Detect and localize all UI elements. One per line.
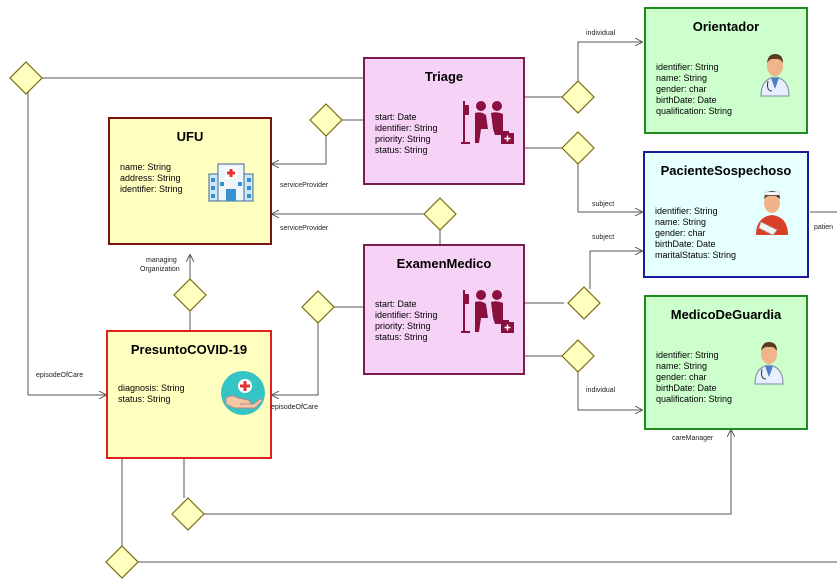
- link-subject2-paciente: [589, 251, 642, 289]
- label-care-manager: careManager: [672, 435, 714, 442]
- attribute: identifier: String: [375, 310, 438, 320]
- doctor-icon: [754, 342, 784, 385]
- label-managing: managing: [146, 257, 177, 264]
- attribute-list: start: Date identifier: String priority:…: [375, 299, 438, 343]
- diamond-bottom: [105, 545, 139, 579]
- attribute: maritalStatus: String: [655, 250, 737, 260]
- link-individual2-medico: [577, 370, 642, 410]
- attribute-list: start: Date identifier: String priority:…: [375, 112, 438, 156]
- attribute-list: identifier: String name: String gender: …: [656, 62, 732, 117]
- label-patient: patien: [814, 224, 834, 231]
- link-subject-paciente: [577, 162, 642, 212]
- label-individual: individual: [586, 30, 616, 37]
- entity-orientador[interactable]: Orientador identifier: String name: Stri…: [644, 7, 808, 134]
- attribute: name: String: [656, 361, 708, 371]
- attribute: status: String: [375, 332, 428, 342]
- entity-title: MedicoDeGuardia: [670, 307, 782, 322]
- attribute: qualification: String: [656, 394, 733, 404]
- attribute: identifier: String: [656, 62, 719, 72]
- link-diamond-presunto: [27, 92, 106, 395]
- attribute: name: String: [120, 162, 172, 172]
- attribute: status: String: [118, 394, 171, 404]
- attribute: gender: char: [655, 228, 706, 238]
- attribute: priority: String: [375, 321, 431, 331]
- entity-title: PresuntoCOVID-19: [130, 342, 248, 357]
- attribute: address: String: [120, 173, 181, 183]
- diamond-caremanager: [171, 497, 205, 531]
- attribute-list: identifier: String name: String gender: …: [656, 350, 732, 405]
- attribute-list: name: String address: String identifier:…: [120, 162, 183, 195]
- consultation-icon: [461, 290, 514, 333]
- link-caremanager-medico: [204, 430, 731, 515]
- attribute: status: String: [375, 145, 428, 155]
- diamond-individual-triage: [561, 80, 595, 114]
- attribute: start: Date: [375, 112, 417, 122]
- attribute: diagnosis: String: [118, 383, 185, 393]
- diamond-individual-examen: [561, 339, 595, 373]
- attribute-list: diagnosis: String status: String: [118, 383, 185, 405]
- attribute: start: Date: [375, 299, 417, 309]
- attribute-list: identifier: String name: String gender: …: [655, 206, 736, 261]
- label-subject: subject: [592, 201, 615, 208]
- entity-triage[interactable]: Triage start: Date identifier: String pr…: [363, 57, 525, 185]
- attribute: identifier: String: [655, 206, 718, 216]
- attribute: gender: char: [656, 84, 707, 94]
- attribute: birthDate: Date: [656, 383, 717, 393]
- attribute: gender: char: [656, 372, 707, 382]
- hospital-icon: [208, 163, 254, 202]
- diamond-subject-triage: [561, 131, 595, 165]
- diamond-subject-examen: [567, 286, 601, 320]
- care-hand-icon: [221, 371, 265, 415]
- diamond-episode-examen: [301, 290, 335, 324]
- label-service-provider: serviceProvider: [280, 225, 329, 232]
- link-episode-presunto: [272, 321, 319, 395]
- attribute: name: String: [656, 73, 708, 83]
- entity-presunto-covid19[interactable]: PresuntoCOVID-19 diagnosis: String statu…: [106, 330, 272, 459]
- entity-title: UFU: [176, 129, 204, 144]
- attribute: priority: String: [375, 134, 431, 144]
- entity-title: Orientador: [692, 19, 760, 34]
- consultation-icon: [461, 101, 514, 144]
- attribute: identifier: String: [375, 123, 438, 133]
- entity-ufu[interactable]: UFU name: String address: String identif…: [108, 117, 272, 245]
- diamond-episode-top: [9, 61, 43, 95]
- attribute: qualification: String: [656, 106, 733, 116]
- link-service-ufu: [272, 136, 327, 164]
- entity-title: Triage: [424, 69, 464, 84]
- attribute: name: String: [655, 217, 707, 227]
- label-episode-of-care: episodeOfCare: [36, 372, 84, 379]
- attribute: identifier: String: [120, 184, 183, 194]
- diamond-managing: [173, 278, 207, 312]
- entity-title: ExamenMedico: [396, 256, 492, 271]
- diamond-service-triage: [309, 103, 343, 137]
- entity-paciente-sospechoso[interactable]: PacienteSospechoso identifier: String na…: [643, 151, 809, 278]
- patient-icon: [756, 191, 788, 236]
- attribute: birthDate: Date: [656, 95, 717, 105]
- entity-title: PacienteSospechoso: [660, 163, 792, 178]
- attribute: birthDate: Date: [655, 239, 716, 249]
- link-individual-orientador: [577, 42, 642, 83]
- label-organization: Organization: [140, 266, 180, 273]
- label-episode-of-care: episodeOfCare: [271, 404, 319, 411]
- label-service-provider: serviceProvider: [280, 182, 329, 189]
- attribute: identifier: String: [656, 350, 719, 360]
- label-individual: individual: [586, 387, 616, 394]
- entity-examen-medico[interactable]: ExamenMedico start: Date identifier: Str…: [363, 244, 525, 375]
- doctor-icon: [760, 54, 790, 97]
- diamond-service-examen: [423, 197, 457, 231]
- label-subject: subject: [592, 234, 615, 241]
- entity-medico-de-guardia[interactable]: MedicoDeGuardia identifier: String name:…: [644, 295, 808, 430]
